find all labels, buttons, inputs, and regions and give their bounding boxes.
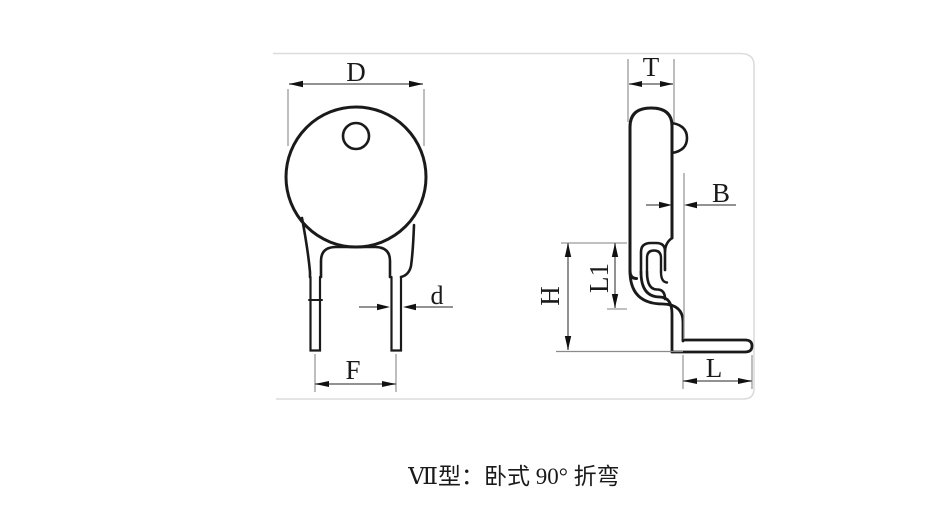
dim-label-H: H	[535, 286, 565, 306]
mounting-hole	[341, 121, 371, 151]
side-view	[628, 106, 754, 354]
front-view	[284, 105, 428, 352]
coating-skirt-left	[300, 216, 312, 279]
dim-L-arrow-left	[683, 378, 697, 384]
dim-label-T: T	[643, 52, 660, 82]
dim-F-arrow-right	[382, 381, 396, 387]
dimension-L1: L1	[584, 243, 627, 310]
dim-H-arrow-top	[564, 243, 572, 257]
coating-skirt-right	[399, 223, 416, 279]
coating-taper-right	[663, 236, 674, 272]
dimension-B: B	[646, 173, 736, 339]
dim-D-extension-lines	[287, 89, 425, 146]
coating-tip-inner	[645, 249, 663, 274]
dim-F-arrow-left	[315, 381, 329, 387]
dimension-H: H	[535, 242, 627, 350]
dim-T-arrow-right	[660, 81, 673, 87]
dimension-F: F	[314, 354, 397, 392]
dim-d-arrow-left	[377, 303, 390, 311]
dim-label-B: B	[712, 178, 730, 208]
lead-left	[309, 275, 322, 352]
dimension-D: D	[287, 57, 425, 146]
dim-label-L1: L1	[584, 263, 614, 293]
dim-T-arrow-left	[629, 81, 642, 87]
dimension-d: d	[359, 281, 453, 311]
dim-F-extension-lines	[314, 354, 397, 392]
dim-label-F: F	[345, 355, 360, 385]
dim-T-extension-lines	[627, 59, 675, 122]
dim-label-L: L	[706, 353, 723, 383]
dim-d-arrow-right	[403, 303, 416, 311]
dim-H-arrow-bottom	[564, 336, 572, 350]
dim-B-arrow-left	[659, 201, 672, 209]
dim-D-arrow-left	[289, 80, 303, 88]
dim-label-D: D	[346, 57, 366, 87]
lead-bend-middle	[639, 270, 674, 354]
dim-B-arrow-right	[684, 201, 697, 209]
hole-bulge	[670, 121, 689, 155]
figure-caption: Ⅶ型：卧式 90° 折弯	[407, 464, 619, 489]
lead-bend-outer	[628, 269, 685, 343]
lead-foot	[670, 338, 754, 354]
dim-L-extension-lines	[682, 355, 753, 389]
dimension-T: T	[627, 52, 675, 122]
disc-body-outline	[284, 105, 428, 249]
dim-L1-arrow-top	[611, 243, 619, 257]
faint-cell-border	[273, 52, 755, 400]
lead-bend-innermost	[659, 270, 669, 284]
coating-tip-outer	[639, 241, 667, 274]
dimension-L: L	[682, 353, 753, 389]
dim-D-arrow-right	[409, 80, 423, 88]
dim-L-arrow-right	[738, 378, 752, 384]
lead-bend-inner	[645, 270, 667, 301]
dim-label-d: d	[431, 281, 444, 310]
coating-arch	[319, 245, 392, 279]
dim-L1-arrow-bottom	[611, 294, 619, 308]
lead-right	[390, 275, 403, 352]
